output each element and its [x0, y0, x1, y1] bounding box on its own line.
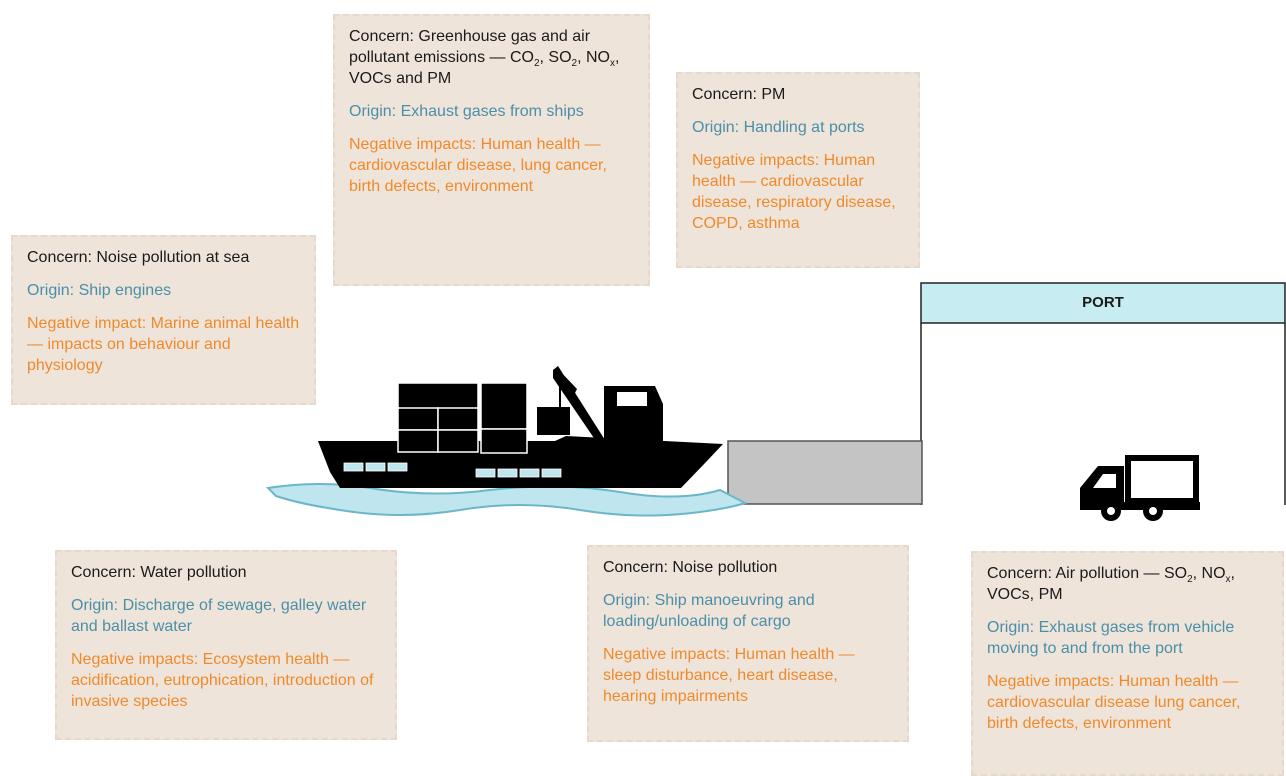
concern-text: Concern: Water pollution — [71, 564, 247, 581]
crane-icon — [537, 366, 605, 444]
quay-block — [727, 440, 923, 505]
card-noise-at-sea: Concern: Noise pollution at sea Origin: … — [11, 235, 316, 405]
concern-text: Concern: Air pollution — SO2, NOx, VOCs,… — [987, 565, 1235, 603]
origin-text: Origin: Ship manoeuvring and loading/unl… — [603, 592, 815, 630]
impact-text: Negative impacts: Human health — cardiov… — [349, 136, 607, 195]
impact-text: Negative impacts: Ecosystem health — aci… — [71, 651, 374, 710]
impact-text: Negative impacts: Human health — cardiov… — [987, 673, 1241, 732]
origin-text: Origin: Ship engines — [27, 282, 172, 299]
origin-text: Origin: Discharge of sewage, galley wate… — [71, 597, 367, 635]
card-noise-pollution: Concern: Noise pollution Origin: Ship ma… — [587, 545, 909, 742]
concern-text: Concern: Noise pollution — [603, 559, 778, 576]
impact-text: Negative impacts: Human health — cardiov… — [692, 152, 896, 232]
concern-text: Concern: PM — [692, 86, 786, 103]
card-water-pollution: Concern: Water pollution Origin: Dischar… — [55, 550, 397, 740]
origin-text: Origin: Handling at ports — [692, 119, 865, 136]
port-header — [920, 282, 1286, 324]
ship-icon — [318, 366, 723, 488]
card-pm: Concern: PM Origin: Handling at ports Ne… — [676, 72, 920, 268]
water-wave — [265, 483, 748, 517]
port-label: PORT — [1082, 294, 1124, 311]
impact-text: Negative impacts: Human health — sleep d… — [603, 646, 855, 705]
truck-icon — [1080, 455, 1200, 521]
origin-text: Origin: Exhaust gases from ships — [349, 103, 584, 120]
concern-text: Concern: Greenhouse gas and air pollutan… — [349, 28, 620, 87]
card-air-pollution: Concern: Air pollution — SO2, NOx, VOCs,… — [971, 551, 1284, 776]
card-greenhouse-gas: Concern: Greenhouse gas and air pollutan… — [333, 14, 650, 286]
concern-text: Concern: Noise pollution at sea — [27, 249, 250, 266]
origin-text: Origin: Exhaust gases from vehicle movin… — [987, 619, 1235, 657]
impact-text: Negative impact: Marine animal health — … — [27, 315, 300, 374]
